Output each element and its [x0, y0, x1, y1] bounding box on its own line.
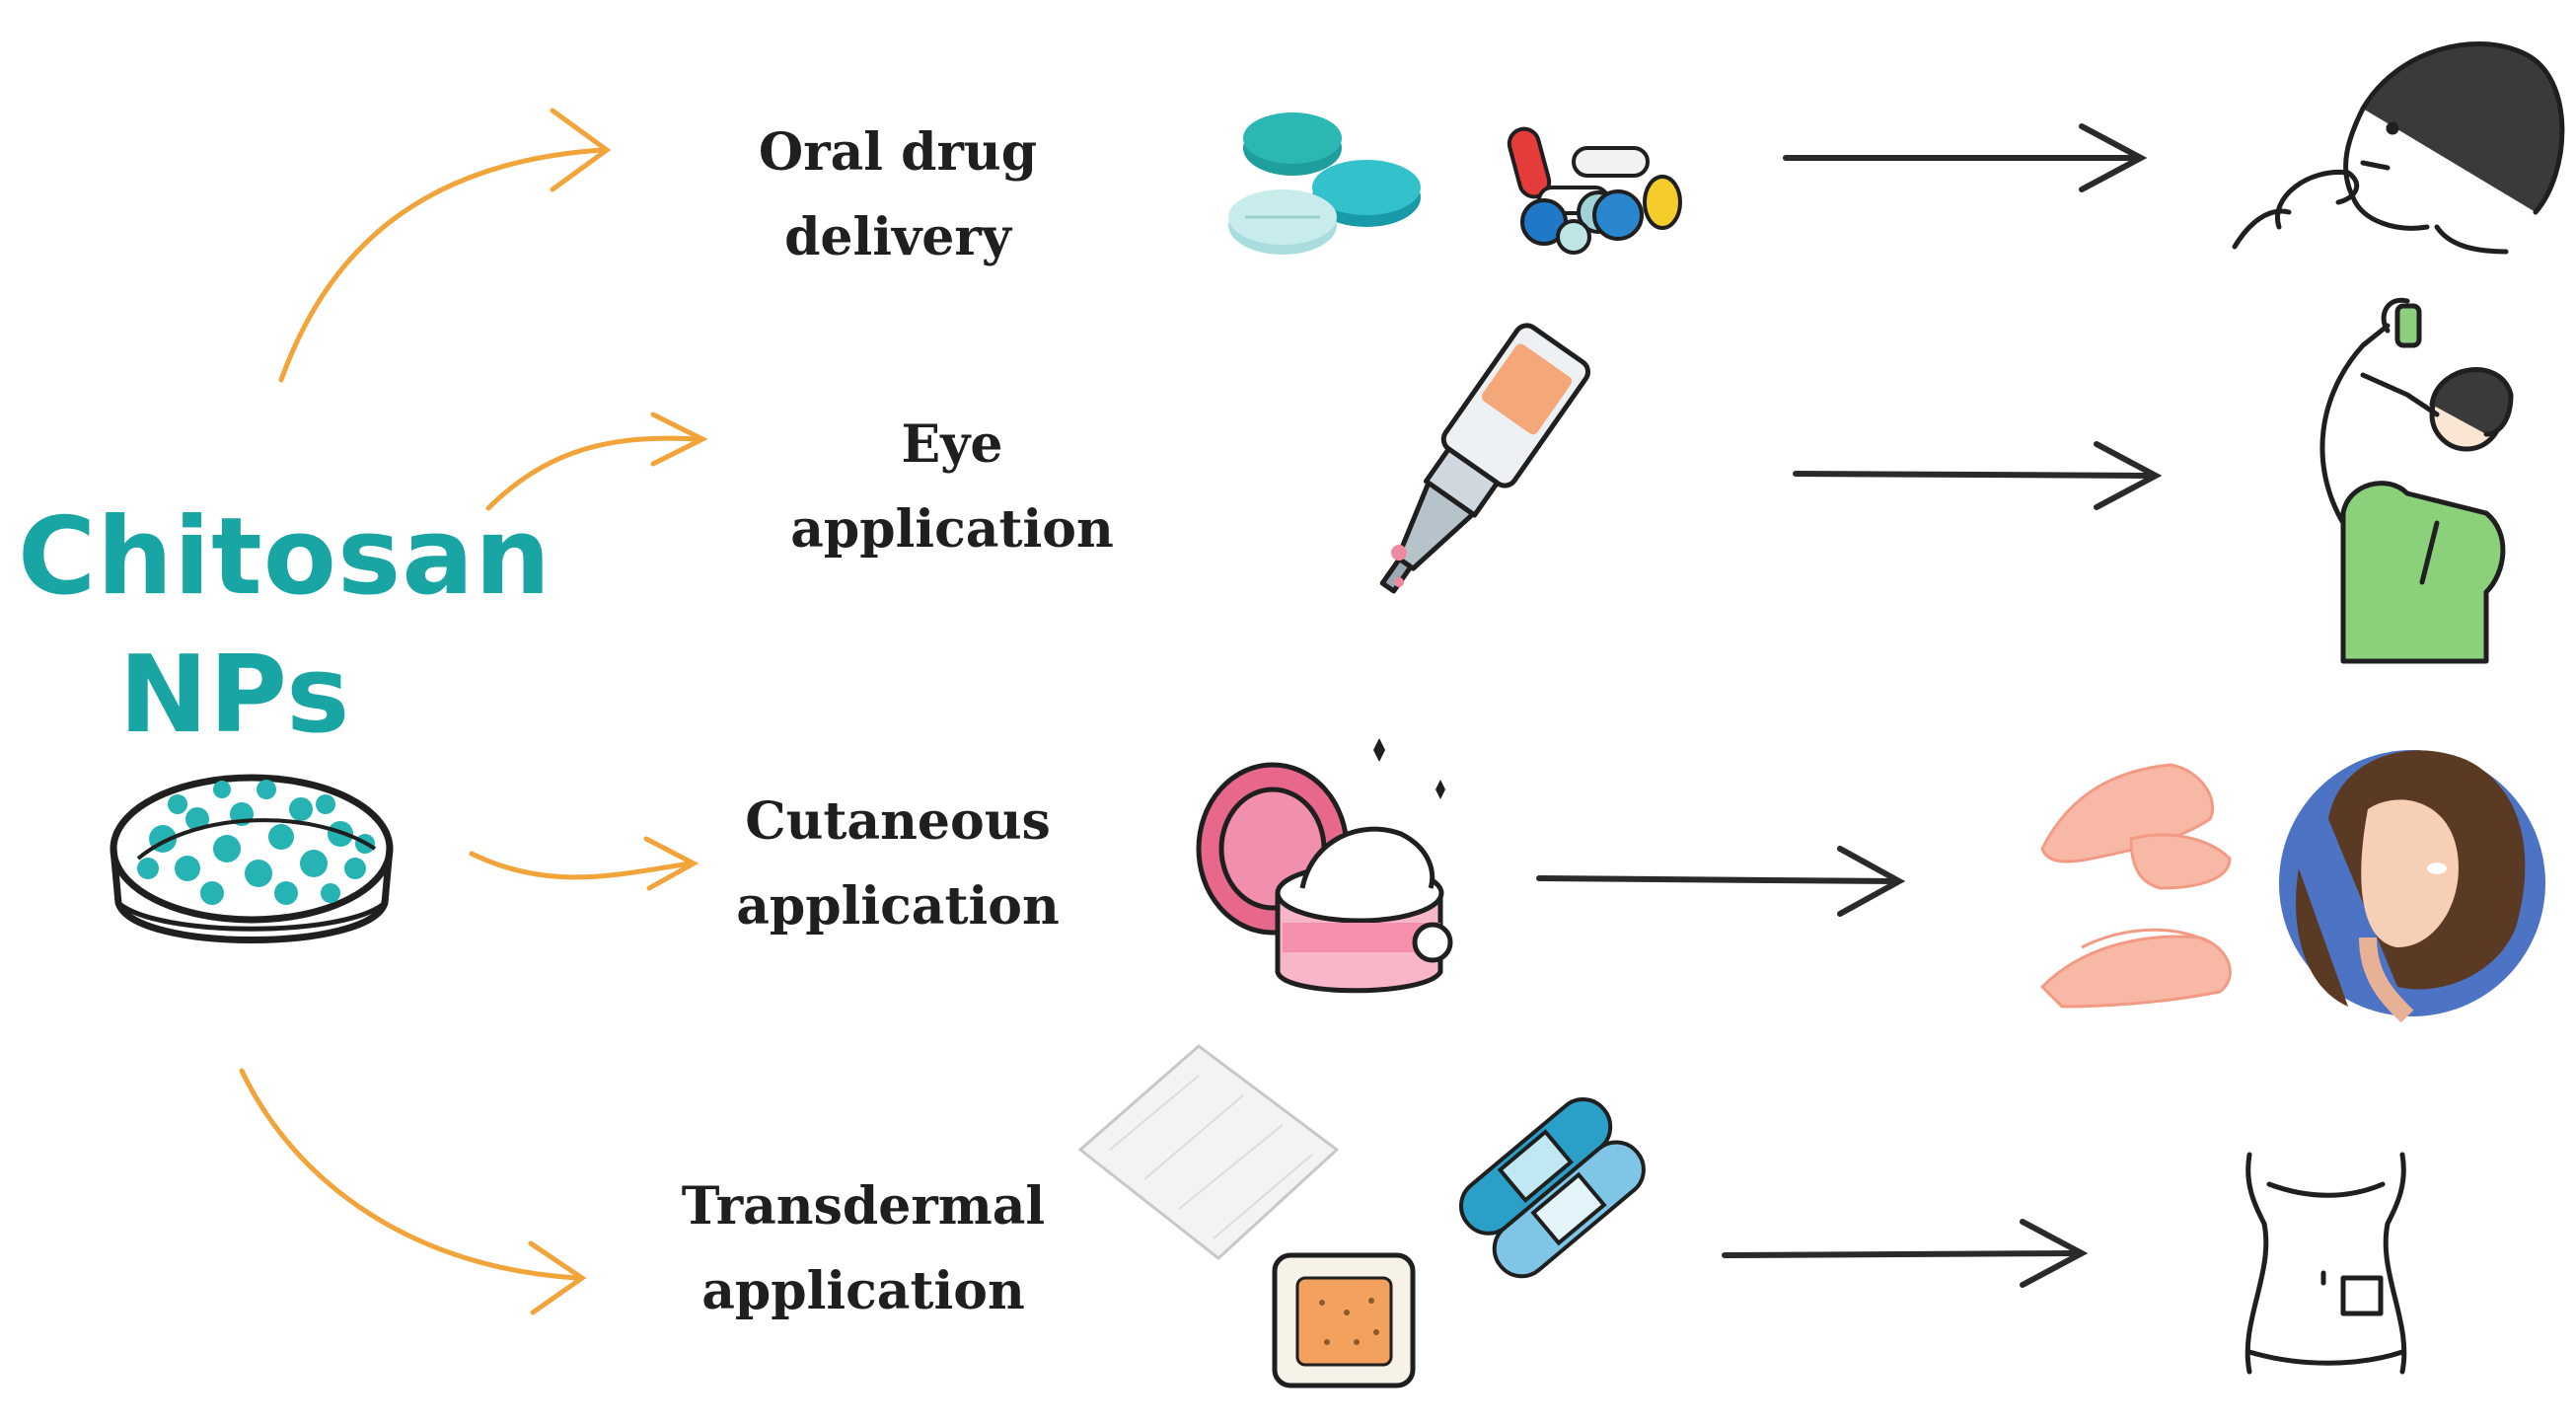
flow-arrowhead-eye	[2094, 441, 2163, 510]
label-oral-line-1: Oral drug	[758, 122, 1038, 183]
title-line-2: NPs	[118, 634, 351, 757]
label-oral: Oral drug delivery	[691, 111, 1105, 280]
flow-arrows	[1536, 123, 2163, 1288]
eye-drop-bottle-icon	[1379, 323, 1591, 594]
branch-arrow-eye	[485, 435, 701, 511]
label-oral-line-2: delivery	[784, 207, 1011, 267]
label-eye-line-1: Eye	[901, 414, 1003, 475]
branch-arrowhead-transdermal	[528, 1240, 587, 1315]
branch-arrow-transdermal	[239, 1068, 580, 1281]
branch-arrowhead-cutaneous	[643, 836, 699, 891]
label-cutaneous-line-2: application	[736, 876, 1060, 937]
adhesive-bandage-icon	[1459, 1097, 1646, 1279]
flow-arrowhead-cutaneous	[1837, 846, 1906, 917]
label-eye: Eye application	[745, 403, 1159, 572]
label-transdermal: Transdermal application	[656, 1164, 1070, 1334]
flow-arrow-transdermal	[1722, 1250, 2080, 1258]
label-cutaneous-line-1: Cutaneous	[745, 791, 1051, 852]
flow-arrow-cutaneous	[1536, 875, 1897, 884]
branch-arrow-oral	[278, 147, 605, 383]
torso-with-patch-icon	[2245, 1152, 2407, 1375]
flow-arrowhead-transdermal	[2020, 1219, 2089, 1288]
person-applying-eye-drops-icon	[2319, 297, 2514, 664]
branch-arrowhead-eye	[650, 412, 708, 467]
label-eye-line-2: application	[790, 499, 1114, 560]
label-transdermal-line-2: application	[701, 1261, 1025, 1321]
skin-patch-icon	[1272, 1252, 1416, 1388]
tablets-icon	[1228, 112, 1421, 255]
gauze-icon	[1077, 1044, 1340, 1260]
woman-applying-cream-icon	[2279, 750, 2545, 1023]
branch-arrows	[239, 108, 708, 1315]
flow-arrowhead-oral	[2079, 123, 2148, 192]
label-cutaneous: Cutaneous application	[691, 780, 1105, 949]
capsules-icon	[1507, 126, 1682, 255]
hands-applying-cream-icon	[2039, 763, 2232, 1009]
flow-arrow-eye	[1793, 471, 2154, 479]
person-taking-pill-icon	[2232, 41, 2565, 255]
cream-jar-icon	[1196, 738, 1453, 994]
branch-arrowhead-oral	[550, 108, 612, 192]
branch-arrow-cutaneous	[469, 851, 694, 880]
petri-dish-icon	[110, 774, 394, 943]
label-transdermal-line-1: Transdermal	[681, 1176, 1046, 1237]
